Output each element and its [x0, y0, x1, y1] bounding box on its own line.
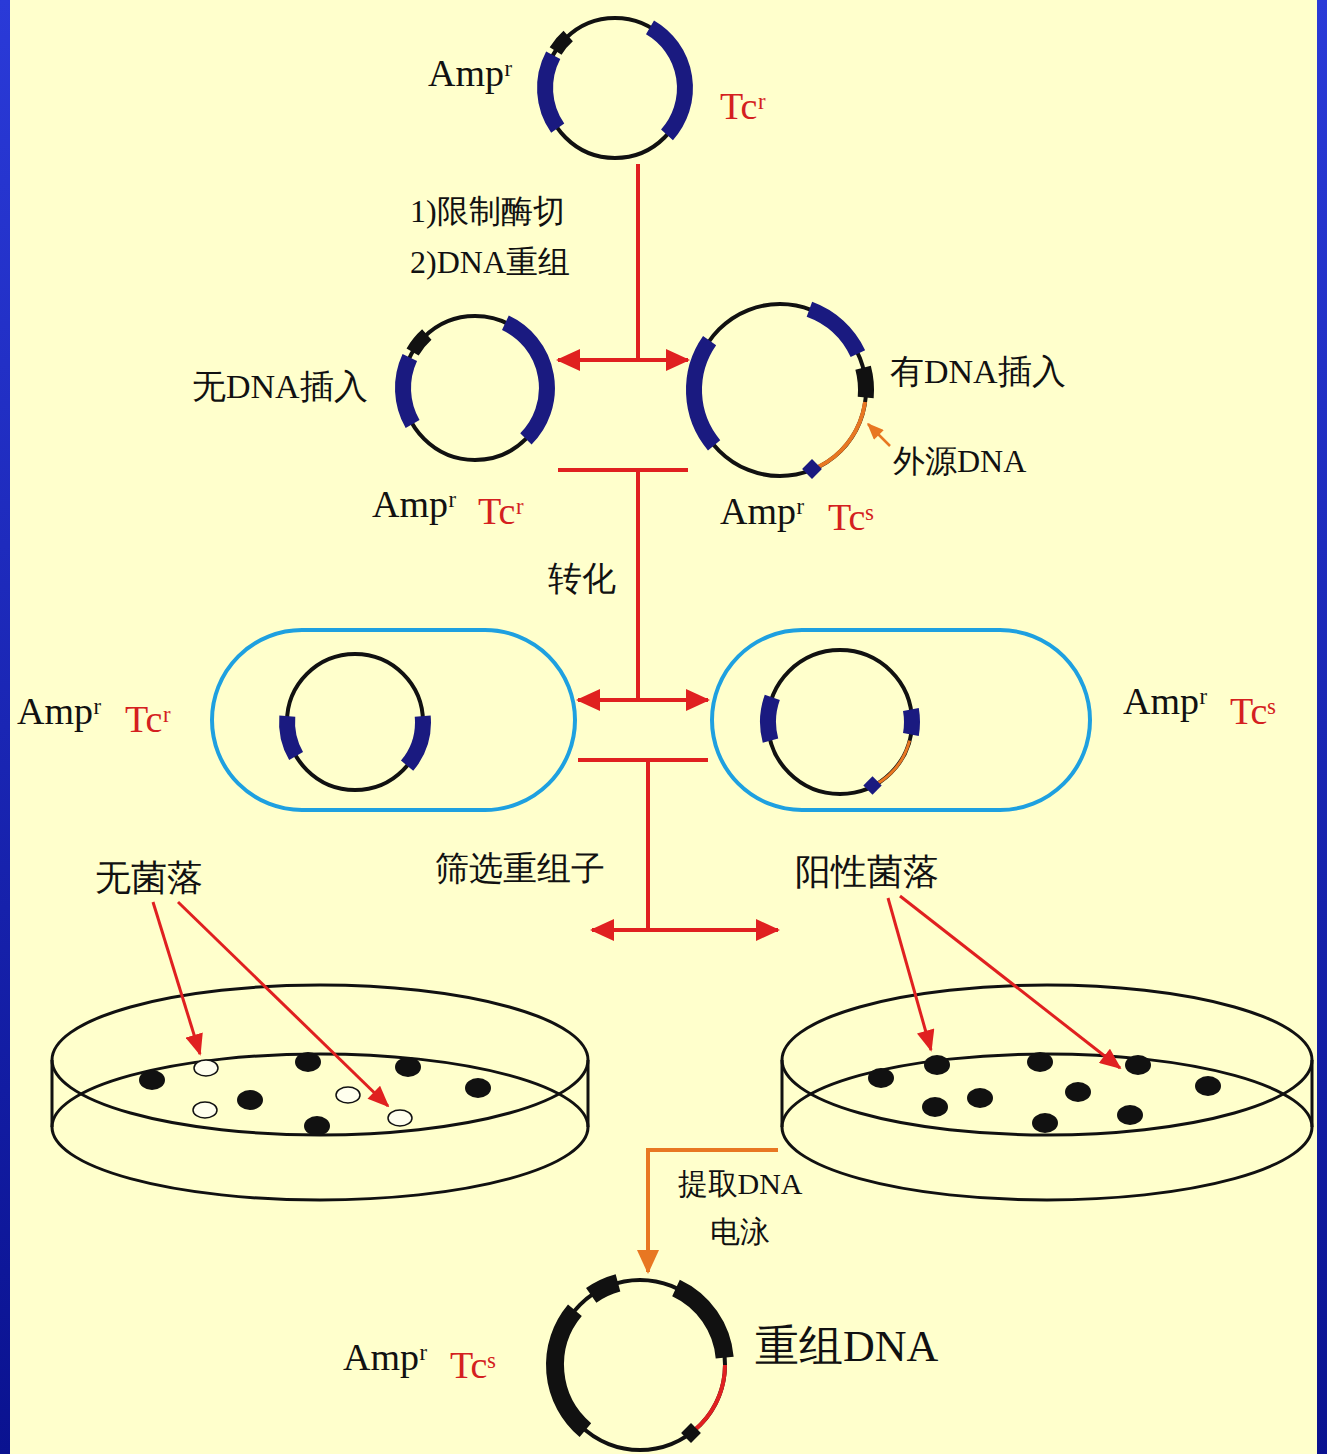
amp-gene — [287, 716, 296, 756]
side-band — [1317, 0, 1327, 1454]
node-text: 重组DNA — [755, 1322, 938, 1373]
colonies — [868, 1052, 1221, 1133]
step-label: 提取DNA 电泳 — [668, 1160, 812, 1256]
amp-gene — [555, 1310, 585, 1430]
plasmid-node: Ampʳ Tcˢ 重组DNA — [338, 1272, 943, 1450]
petri-dish — [52, 985, 588, 1135]
tc-gene-part — [676, 1288, 725, 1358]
leader-line — [888, 898, 931, 1050]
node-text: Tcˢ — [450, 1344, 496, 1388]
tc-gene-part — [681, 1423, 701, 1443]
node-text: Ampʳ — [720, 490, 804, 534]
petri-dish — [782, 1054, 1312, 1200]
tc-gene — [505, 323, 547, 439]
node-text: Tcʳ — [478, 490, 524, 534]
tc-gene — [650, 27, 685, 134]
petri-dish — [782, 985, 1312, 1135]
step-label: 1)限制酶切 2)DNA重组 — [410, 186, 618, 288]
side-band — [0, 0, 10, 1454]
colonies — [139, 1052, 491, 1136]
node-text: 无菌落 — [95, 858, 203, 899]
node-text: Tcˢ — [828, 496, 874, 540]
leader-line — [153, 902, 200, 1054]
plasmid-ring — [403, 316, 547, 460]
tc-gene-part — [911, 710, 912, 735]
node-text: Tcˢ — [1230, 690, 1276, 734]
foreign-dna — [816, 402, 865, 468]
tc-gene — [407, 716, 423, 766]
bacterial-cell — [212, 630, 575, 810]
cell-node: Ampʳ Tcʳ — [12, 628, 578, 812]
plasmid-ring — [555, 1280, 725, 1450]
plasmid-ring — [768, 650, 912, 794]
node-text: Ampʳ — [17, 690, 101, 734]
petri-dish — [52, 1054, 588, 1200]
bacterial-cell — [712, 630, 1090, 810]
leader-line — [178, 902, 388, 1106]
node-text: 有DNA插入 — [890, 352, 1066, 391]
petri-dish-node: 阳性菌落 — [778, 846, 1319, 1204]
ori-segment — [413, 335, 427, 353]
process-arrow — [638, 470, 708, 700]
foreign-dna — [876, 741, 910, 785]
plasmid-ring — [287, 654, 423, 790]
node-text: 阳性菌落 — [795, 852, 939, 893]
amp-gene — [694, 341, 714, 446]
plasmid-node: 有DNA插入 Ampʳ Tcˢ — [688, 310, 1080, 542]
ori-segment — [556, 36, 569, 51]
node-text: Ampʳ — [1123, 680, 1207, 724]
amp-gene — [545, 55, 558, 128]
tc-gene-part — [863, 776, 881, 794]
node-text: Tcʳ — [720, 85, 766, 129]
ori-segment — [591, 1283, 618, 1296]
callout-label: 外源DNA — [893, 443, 1026, 480]
amp-gene — [768, 697, 772, 740]
node-text: Ampʳ — [372, 483, 456, 527]
step-label: 筛选重组子 — [435, 842, 605, 896]
node-text: Tcʳ — [125, 698, 171, 742]
plasmid-ring — [545, 18, 685, 158]
tc-gene-part — [802, 459, 822, 479]
plasmid-ring — [694, 304, 866, 476]
plasmid-node: 无DNA插入 Ampʳ Tcʳ — [190, 312, 558, 536]
plasmid-node: AmpʳTcʳ — [425, 14, 800, 164]
process-arrow — [638, 164, 688, 360]
process-arrow — [648, 760, 778, 930]
step-label: 转化 — [548, 552, 616, 606]
process-arrow — [558, 164, 638, 360]
cell-node: Ampʳ Tcˢ — [708, 628, 1313, 812]
leader-line — [900, 896, 1120, 1068]
tc-gene-part — [809, 309, 858, 353]
node-text: Ampʳ — [343, 1336, 427, 1380]
empty-spots — [193, 1060, 412, 1126]
amp-gene — [403, 358, 413, 425]
process-arrow — [578, 760, 648, 930]
ori-segment — [863, 368, 866, 398]
petri-dish-node: 无菌落 — [50, 852, 592, 1204]
leader-line — [868, 424, 890, 446]
node-text: Ampʳ — [428, 52, 512, 96]
node-text: 无DNA插入 — [192, 367, 368, 406]
foreign-dna — [695, 1365, 725, 1430]
